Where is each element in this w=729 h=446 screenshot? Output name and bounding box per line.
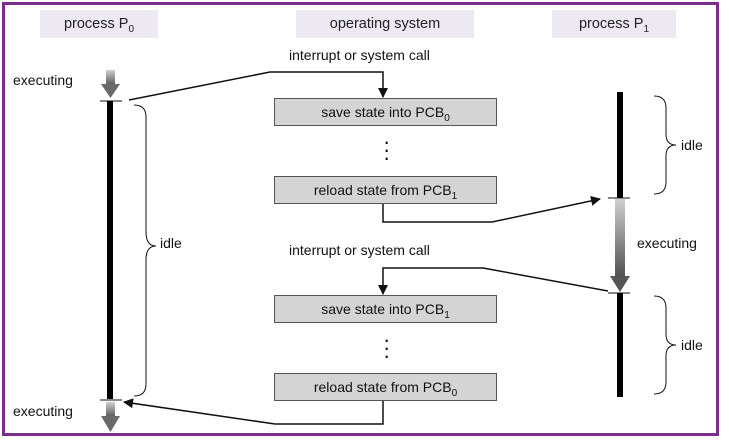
header-process-p1: process P1 xyxy=(552,10,676,38)
box-save-state-pcb1: save state into PCB1 xyxy=(274,295,497,323)
label-p1-idle-bottom: idle xyxy=(681,337,703,353)
ellipsis-dots-bottom: ··· xyxy=(383,327,391,368)
header-p1-text: process P xyxy=(578,16,644,32)
arrow-p1-to-os xyxy=(378,267,609,295)
label-p1-executing: executing xyxy=(637,235,697,251)
label-p0-idle: idle xyxy=(160,235,182,251)
label-interrupt-top: interrupt or system call xyxy=(289,47,430,63)
box-reload-pcb0-sub: 0 xyxy=(451,387,458,399)
label-p0-executing-bottom: executing xyxy=(13,403,73,419)
p1-idle-bar-bottom xyxy=(617,293,623,397)
p0-idle-brace xyxy=(133,104,157,397)
box-save-pcb1-sub: 1 xyxy=(444,309,450,321)
arrow-p0-to-os-top xyxy=(128,71,388,101)
p1-idle-bar-top xyxy=(617,92,623,198)
p1-executing-arrow xyxy=(610,199,630,292)
header-process-p0: process P0 xyxy=(40,10,158,38)
p0-idle-bar xyxy=(107,101,113,399)
p1-idle-brace-top xyxy=(653,95,677,195)
header-p1-sub: 1 xyxy=(643,23,650,35)
arrow-os-to-p1 xyxy=(382,195,601,223)
label-p1-idle-top: idle xyxy=(681,137,703,153)
p0-executing-bottom-arrow xyxy=(101,402,120,432)
box-reload-pcb1-sub: 1 xyxy=(451,190,458,202)
diagram-frame xyxy=(2,2,719,436)
box-save-state-pcb0: save state into PCB0 xyxy=(274,98,497,126)
label-p0-executing-top: executing xyxy=(13,72,73,88)
p1-idle-brace-bottom xyxy=(653,295,677,395)
p0-executing-top-arrow xyxy=(101,70,120,98)
ellipsis-dots-top: ··· xyxy=(383,129,391,170)
box-save-pcb0-sub: 0 xyxy=(444,112,450,124)
header-os-text: operating system xyxy=(329,16,441,32)
header-p0-sub: 0 xyxy=(128,23,135,35)
box-reload-state-pcb0: reload state from PCB0 xyxy=(274,373,497,401)
label-interrupt-mid: interrupt or system call xyxy=(289,242,430,258)
box-reload-state-pcb1: reload state from PCB1 xyxy=(274,176,497,204)
arrow-os-to-p0 xyxy=(123,398,384,425)
box-save-pcb0-text: save state into PCB xyxy=(321,104,445,120)
box-reload-pcb1-text: reload state from PCB xyxy=(313,182,452,198)
box-reload-pcb0-text: reload state from PCB xyxy=(313,379,452,395)
header-p0-text: process P xyxy=(63,16,129,32)
box-save-pcb1-text: save state into PCB xyxy=(321,301,445,317)
header-operating-system: operating system xyxy=(296,10,474,38)
